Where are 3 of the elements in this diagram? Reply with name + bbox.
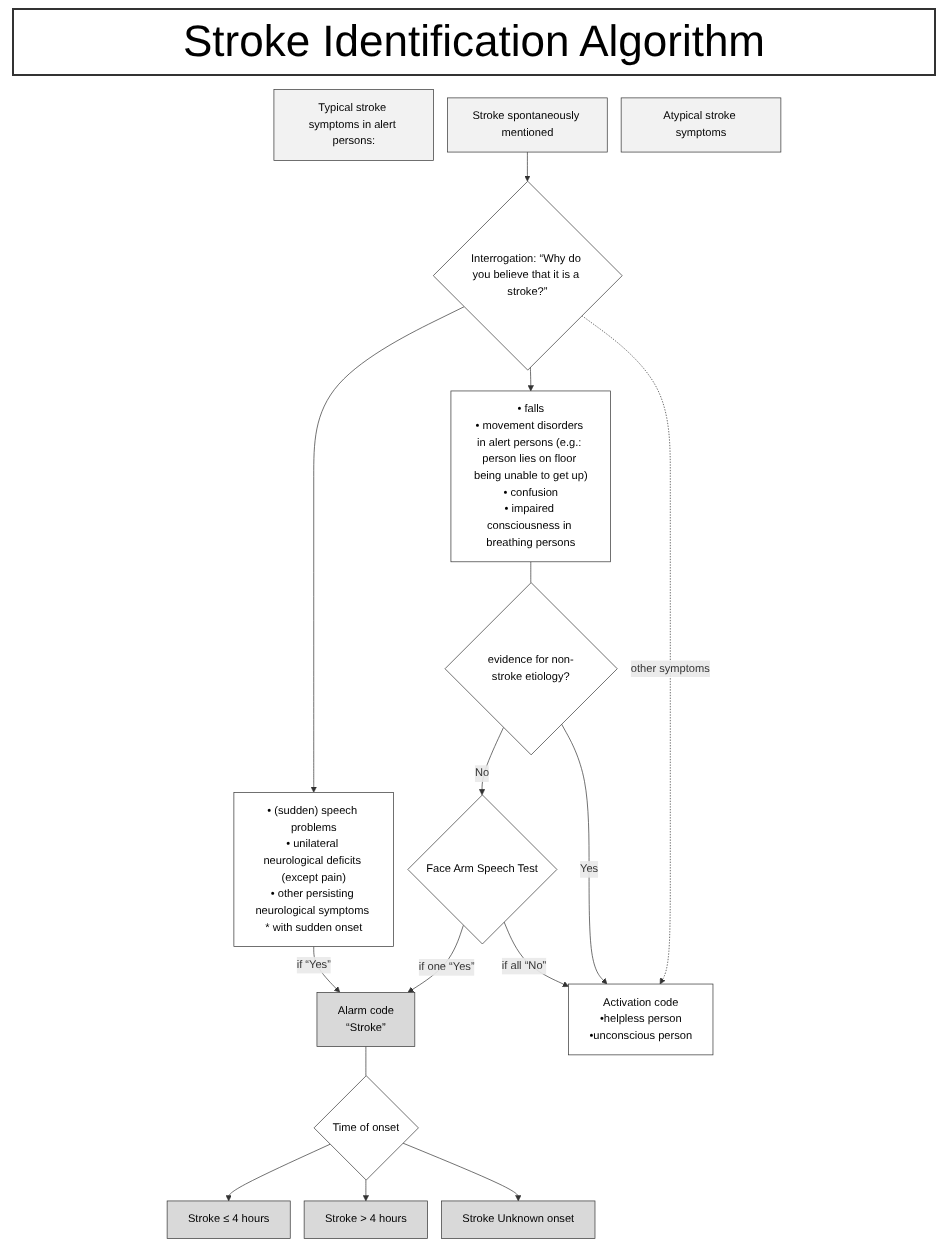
connector	[530, 561, 532, 583]
diagram-title: Stroke Identification Algorithm	[12, 8, 936, 76]
connector	[365, 1046, 367, 1077]
